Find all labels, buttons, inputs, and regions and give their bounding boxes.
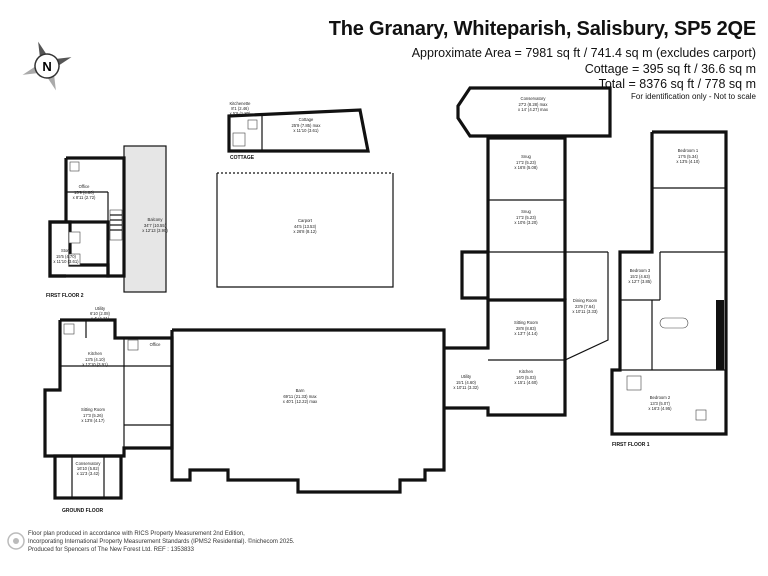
cottage-name: Cottage: [299, 117, 314, 122]
ground-floor-label: GROUND FLOOR: [62, 508, 103, 514]
conservatory-top-name: Conservatory: [521, 96, 547, 101]
office-ff2-dim2: x 8'11 (2.72): [73, 195, 96, 200]
footer-line-1: Floor plan produced in accordance with R…: [28, 531, 245, 537]
utility-right-name: Utility: [461, 374, 472, 379]
bedroom1-dim2: x 13'5 (4.10): [676, 159, 700, 164]
dining-name: Dining Room: [573, 298, 598, 303]
kitchen-left-dim2: x 12'10 (3.91): [82, 362, 108, 367]
bedroom3-name: Bedroom 3: [630, 268, 651, 273]
store-name: Store: [61, 248, 72, 253]
conservatory-top-dim2: x 14' (4.27) max: [518, 107, 549, 112]
dining-dim1: 23'9 (7.64): [575, 304, 595, 309]
balcony-area: [123, 145, 167, 293]
cottage-dim2: x 11'10 (3.61): [293, 128, 319, 133]
bedroom3-dim2: x 12'7 (3.85): [628, 279, 652, 284]
barn-dim2: x 40'1 (12.22) max: [283, 399, 318, 404]
conservatory-bottom-dim1: 16'10 (5.82): [77, 466, 100, 471]
first-floor-1-plan: Bedroom 1 17'6 (5.34) x 13'5 (4.10) Bedr…: [610, 130, 728, 448]
first-floor-2-label: FIRST FLOOR 2: [46, 293, 84, 299]
bedroom2-name: Bedroom 2: [650, 395, 671, 400]
store-dim1: 15'5 (4.70): [56, 254, 76, 259]
utility-left-dim2: x 4' (1.21): [91, 316, 110, 321]
utility-right-dim2: x 10'11 (3.32): [453, 385, 479, 390]
first-floor-2-plan: Office 15'9 (4.80) x 8'11 (2.72) Balcony…: [46, 145, 168, 299]
approximate-area: Approximate Area = 7981 sq ft / 741.4 sq…: [411, 46, 756, 60]
barn-name: Barn: [296, 388, 306, 393]
carport-dim2: x 26'8 (8.12): [293, 229, 317, 234]
bedroom2-dim1: 13'3 (5.07): [650, 401, 670, 406]
ground-floor-plan: Utility 6'10 (2.08) x 4' (1.21) Kitchen …: [43, 86, 612, 514]
carport-dim1: 44'5 (13.53): [294, 224, 317, 229]
balcony-dim2: x 12'13 (3.90): [142, 228, 168, 233]
kitchenette-dim2: x 5'9 (1.80): [230, 111, 251, 116]
cottage-plan: Kitchenette 8'1 (2.46) x 5'9 (1.80) Cott…: [227, 101, 370, 161]
snug2-dim1: 17'2 (5.23): [516, 215, 536, 220]
carport-plan: Carport 44'5 (13.53) x 26'8 (8.12): [216, 172, 394, 288]
footer-line-3: Produced for Spencers of The New Forest …: [28, 547, 194, 553]
compass-north-label: N: [42, 59, 51, 74]
snug1-name: Snug: [521, 154, 531, 159]
plan-title: The Granary, Whiteparish, Salisbury, SP5…: [328, 18, 756, 40]
office-ff2-name: Office: [79, 184, 91, 189]
store-dim2: x 11'10 (3.61): [53, 259, 79, 264]
sitting-right-dim1: 28'8 (8.83): [516, 326, 536, 331]
bedroom1-dim1: 17'6 (5.34): [678, 154, 698, 159]
bedroom1-name: Bedroom 1: [678, 148, 699, 153]
first-floor-1-label: FIRST FLOOR 1: [612, 442, 650, 448]
sitting-left-dim1: 17'3 (5.26): [83, 413, 103, 418]
snug2-name: Snug: [521, 209, 531, 214]
utility-left-dim1: 6'10 (2.08): [90, 311, 110, 316]
bedroom3-dim1: 15'2 (4.63): [630, 274, 650, 279]
total-area: Total = 8376 sq ft / 778 sq m: [598, 77, 756, 91]
dining-dim2: x 10'11 (3.33): [572, 309, 598, 314]
snug1-dim1: 17'2 (5.23): [516, 160, 536, 165]
kitchenette-dim1: 8'1 (2.46): [231, 106, 249, 111]
footer-notes: Floor plan produced in accordance with R…: [28, 530, 295, 554]
cottage-dim1: 25'9 (7.85) max: [292, 123, 322, 128]
snug1-dim2: x 16'8 (5.08): [514, 165, 538, 170]
sitting-left-dim2: x 13'8 (4.17): [81, 418, 105, 423]
footer-line-2: Incorporating International Property Mea…: [28, 539, 295, 545]
utility-left-name: Utility: [95, 306, 106, 311]
kitchen-right-name: Kitchen: [519, 369, 534, 374]
sitting-right-dim2: x 13'7 (4.14): [514, 331, 538, 336]
sitting-right-name: Sitting Room: [514, 320, 538, 325]
kitchen-left-dim1: 13'5 (4.10): [85, 357, 105, 362]
nichecom-logo-icon: [7, 532, 25, 550]
carport-name: Carport: [298, 218, 313, 223]
conservatory-bottom-name: Conservatory: [76, 461, 102, 466]
office-ff2-dim1: 15'9 (4.80): [74, 190, 94, 195]
conservatory-top-dim1: 27'2 (8.28) max: [519, 102, 549, 107]
utility-right-dim1: 15'1 (4.60): [456, 380, 476, 385]
kitchenette-name: Kitchenette: [230, 101, 252, 106]
cottage-floor-label: COTTAGE: [230, 155, 255, 161]
bedroom2-dim2: x 16'3 (4.95): [648, 406, 672, 411]
identification-note: For identification only - Not to scale: [631, 92, 756, 101]
barn-dim1: 69'11 (21.33) max: [283, 394, 317, 399]
balcony-name: Balcony: [148, 217, 164, 222]
sitting-left-name: Sitting Room: [81, 407, 105, 412]
office-gf-name: Office: [150, 342, 162, 347]
balcony-dim1: 34'7 (10.55): [144, 223, 167, 228]
snug2-dim2: x 10'6 (3.20): [514, 220, 538, 225]
kitchen-right-dim1: 16'0 (5.03): [516, 375, 536, 380]
conservatory-bottom-dim2: x 11'3 (3.42): [77, 471, 100, 476]
cottage-area: Cottage = 395 sq ft / 36.6 sq m: [584, 62, 756, 76]
kitchen-left-name: Kitchen: [88, 351, 103, 356]
compass-rose: N: [22, 41, 72, 91]
kitchen-right-dim2: x 15'1 (4.60): [514, 380, 538, 385]
